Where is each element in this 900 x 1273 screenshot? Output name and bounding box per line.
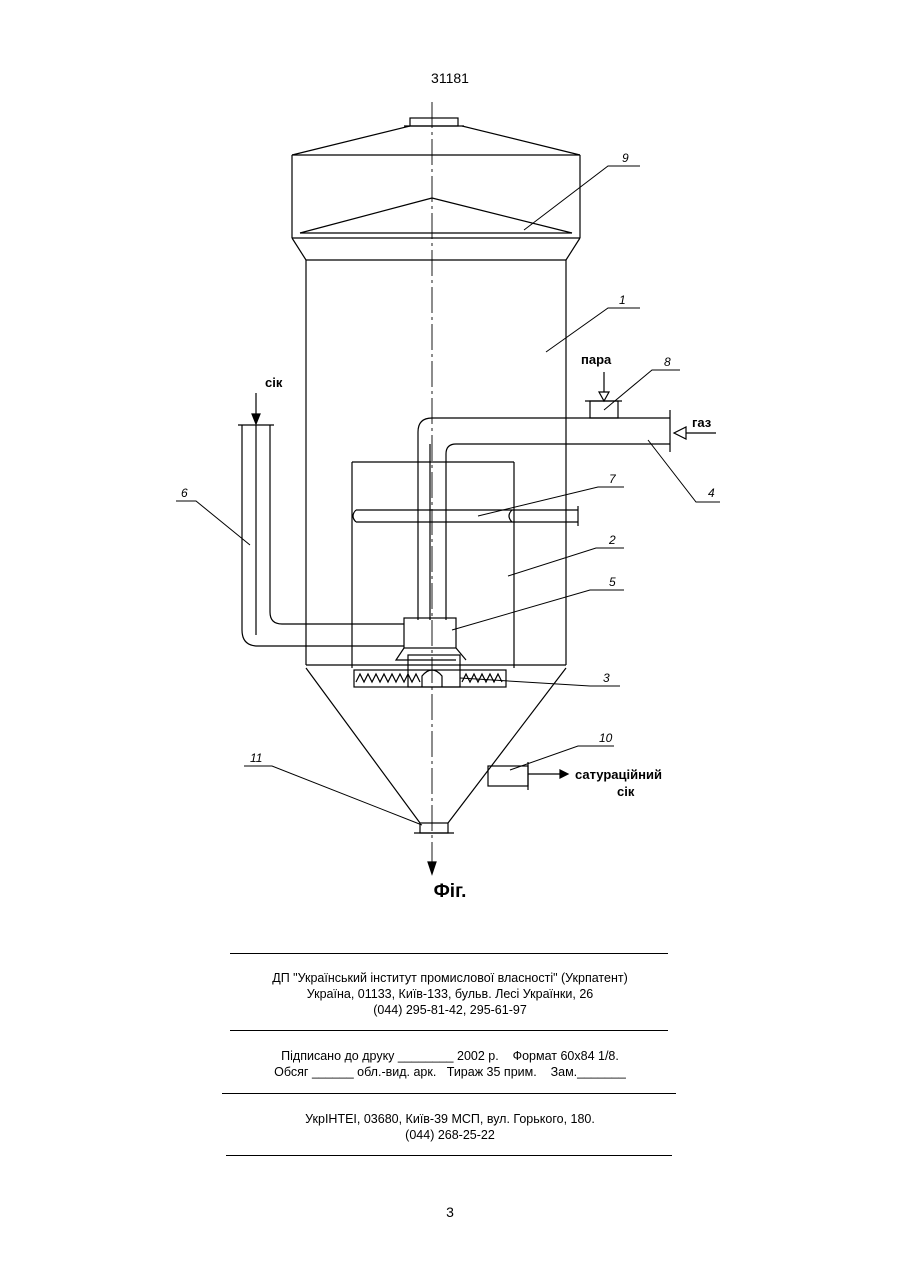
number-3: 3 (603, 671, 610, 685)
inner-cylinder (352, 462, 514, 668)
divider (226, 1155, 672, 1156)
distributor-pipe (353, 506, 578, 526)
divider (222, 1093, 676, 1094)
leader-6 (176, 501, 250, 545)
number-11: 11 (250, 751, 262, 765)
steam-inlet-arrow (599, 372, 609, 401)
publisher-block: ДП "Український інститут промислової вла… (0, 970, 900, 1018)
print-info-line: Обсяг ______ обл.-вид. арк. Тираж 35 при… (0, 1064, 900, 1080)
juice-inlet-arrow (252, 393, 260, 424)
steam-nozzle (585, 401, 622, 418)
label-steam: пара (581, 352, 612, 367)
number-4: 4 (708, 486, 715, 500)
print-info-line: Підписано до друку ________ 2002 р. Форм… (0, 1048, 900, 1064)
number-1: 1 (619, 293, 626, 307)
number-8: 8 (664, 355, 671, 369)
leader-5 (452, 590, 624, 630)
leader-9 (524, 166, 640, 230)
number-7: 7 (609, 472, 617, 486)
label-gas: газ (692, 415, 712, 430)
publisher-line: ДП "Український інститут промислової вла… (0, 970, 900, 986)
leader-1 (546, 308, 640, 352)
bottom-outlet-arrow (428, 862, 436, 874)
number-9: 9 (622, 151, 629, 165)
page-number: 3 (0, 1204, 900, 1220)
divider (230, 1030, 668, 1031)
printer-line: УкрІНТЕІ, 03680, Київ-39 МСП, вул. Горьк… (0, 1111, 900, 1127)
label-juice-in: сік (265, 375, 283, 390)
gas-pipe (418, 410, 670, 620)
outlet-arrow (528, 770, 568, 778)
leader-11 (244, 766, 422, 825)
printer-block: УкрІНТЕІ, 03680, Київ-39 МСП, вул. Горьк… (0, 1111, 900, 1143)
leader-3 (460, 678, 620, 686)
number-6: 6 (181, 486, 188, 500)
publisher-line: Україна, 01133, Київ-133, бульв. Лесі Ук… (0, 986, 900, 1002)
conical-bottom (306, 668, 566, 833)
number-5: 5 (609, 575, 616, 589)
print-info-block: Підписано до друку ________ 2002 р. Форм… (0, 1048, 900, 1080)
label-saturated-1: сатураційний (575, 767, 662, 782)
mixing-nozzle (396, 618, 466, 660)
printer-line: (044) 268-25-22 (0, 1127, 900, 1143)
top-hatch (404, 118, 464, 126)
figure-caption: Фіг. (0, 881, 900, 903)
number-2: 2 (608, 533, 616, 547)
juice-pipe (238, 425, 404, 646)
leader-7 (478, 487, 624, 516)
apparatus-drawing: сік пара газ сатураційний сік 9 1 8 4 7 … (0, 0, 900, 930)
roof (292, 126, 580, 155)
separator-head (292, 155, 580, 260)
number-10: 10 (599, 731, 613, 745)
divider (230, 953, 668, 954)
leader-8 (604, 370, 680, 410)
label-saturated-2: сік (617, 784, 635, 799)
publisher-line: (044) 295-81-42, 295-61-97 (0, 1002, 900, 1018)
